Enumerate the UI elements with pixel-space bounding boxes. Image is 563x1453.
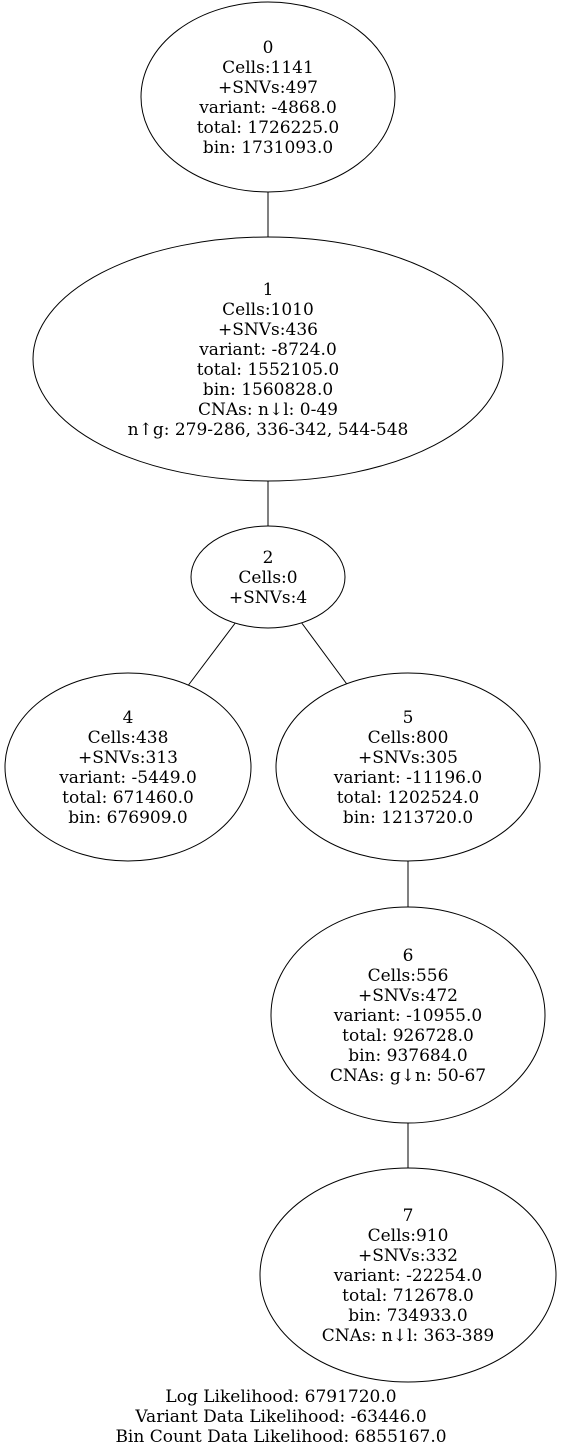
node-info-line: Cells:1141: [222, 58, 314, 78]
node-info-line: bin: 1731093.0: [203, 138, 333, 158]
node-info-line: total: 1726225.0: [197, 118, 340, 138]
node-info-line: +SNVs:436: [218, 320, 318, 340]
node-ellipse-0: [140, 1, 396, 193]
node-ellipse-6: [270, 906, 546, 1124]
node-info-line: variant: -4868.0: [198, 98, 337, 118]
node-info-line: bin: 676909.0: [68, 808, 188, 828]
node-info-line: variant: -10955.0: [333, 1006, 482, 1026]
node-ellipse-5: [275, 672, 541, 862]
node-info-line: bin: 937684.0: [348, 1046, 468, 1066]
node-info-line: total: 1202524.0: [337, 788, 480, 808]
node-info-line: Cells:1010: [222, 300, 314, 320]
node-info-line: +SNVs:332: [358, 1246, 458, 1266]
variant-likelihood-text: Variant Data Likelihood: -63446.0: [134, 1407, 426, 1427]
node-info-line: Cells:910: [368, 1226, 449, 1246]
node-id-label: 0: [263, 38, 274, 58]
node-id-label: 2: [263, 548, 274, 568]
node-info-line: n↑g: 279-286, 336-342, 544-548: [128, 420, 409, 440]
node-info-line: Cells:0: [238, 568, 297, 588]
node-info-line: +SNVs:305: [358, 748, 458, 768]
node-info-line: CNAs: g↓n: 50-67: [330, 1066, 486, 1086]
node-info-line: CNAs: n↓l: 363-389: [322, 1326, 494, 1346]
node-info-line: bin: 1213720.0: [343, 808, 473, 828]
node-id-label: 1: [263, 280, 274, 300]
node-info-line: variant: -11196.0: [333, 768, 482, 788]
node-info-line: Cells:556: [368, 966, 449, 986]
node-info-line: +SNVs:472: [358, 986, 458, 1006]
node-ellipse-4: [4, 672, 252, 862]
log-likelihood-text: Log Likelihood: 6791720.0: [165, 1387, 396, 1407]
node-ellipse-1: [32, 236, 504, 482]
node-info-line: +SNVs:497: [218, 78, 318, 98]
node-info-line: total: 926728.0: [342, 1026, 474, 1046]
node-info-line: +SNVs:4: [229, 588, 307, 608]
node-ellipse-2: [190, 525, 346, 629]
node-info-line: CNAs: n↓l: 0-49: [198, 400, 338, 420]
edge-2-5: [300, 621, 350, 688]
node-info-line: +SNVs:313: [78, 748, 178, 768]
node-id-label: 4: [123, 708, 134, 728]
node-info-line: total: 1552105.0: [197, 360, 340, 380]
bin-count-likelihood-text: Bin Count Data Likelihood: 6855167.0: [115, 1427, 446, 1447]
node-id-label: 7: [403, 1206, 414, 1226]
node-info-line: total: 671460.0: [62, 788, 194, 808]
node-ellipse-7: [259, 1167, 557, 1383]
node-info-line: variant: -8724.0: [198, 340, 337, 360]
node-id-label: 6: [403, 946, 414, 966]
node-info-line: total: 712678.0: [342, 1286, 474, 1306]
node-id-label: 5: [403, 708, 414, 728]
edge-2-4: [186, 621, 237, 688]
node-info-line: Cells:800: [368, 728, 449, 748]
node-info-line: bin: 734933.0: [348, 1306, 468, 1326]
node-info-line: bin: 1560828.0: [203, 380, 333, 400]
node-info-line: variant: -22254.0: [333, 1266, 482, 1286]
node-info-line: variant: -5449.0: [58, 768, 197, 788]
node-info-line: Cells:438: [88, 728, 169, 748]
likelihood-footer: Log Likelihood: 6791720.0 Variant Data L…: [115, 1387, 446, 1447]
edges-layer: [186, 191, 409, 1168]
